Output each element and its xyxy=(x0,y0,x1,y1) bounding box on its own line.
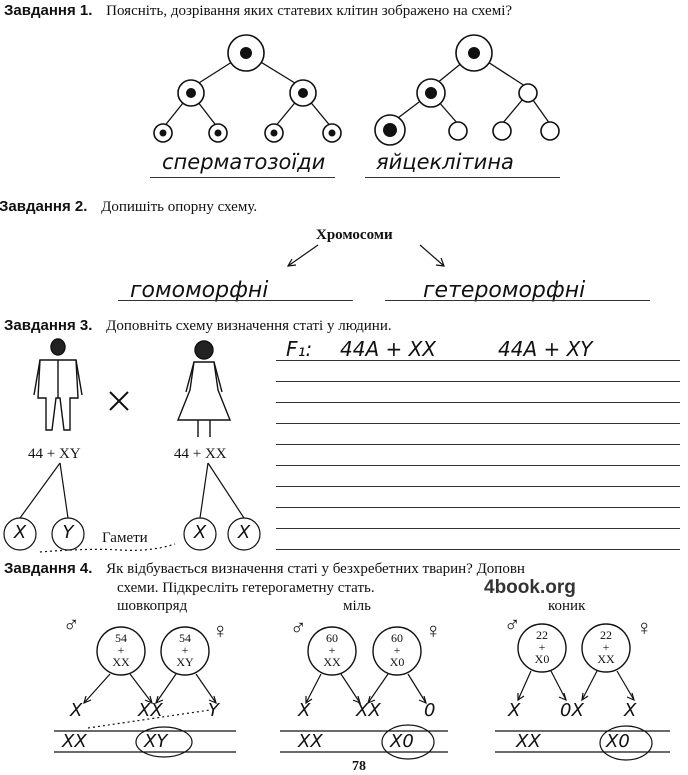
female-symbol: ♀ xyxy=(425,618,442,643)
offspring[interactable]: XX xyxy=(516,731,541,752)
offspring-heterogametic[interactable]: XY xyxy=(144,731,168,752)
task1-left-answer[interactable]: сперматозоїди xyxy=(162,150,326,174)
male-figure xyxy=(33,338,83,431)
task2-right-answer[interactable]: гетероморфні xyxy=(423,278,586,303)
gamete[interactable]: 0X xyxy=(560,700,584,721)
page-number: 78 xyxy=(352,759,366,774)
task1-label: Завдання 1. xyxy=(4,2,93,19)
parent-formula: 60+XX xyxy=(323,631,341,669)
group-name-grasshopper: коник xyxy=(548,598,586,614)
task2-center-label: Хромосоми xyxy=(316,227,393,243)
parent-circle xyxy=(372,626,422,676)
group-name-silkworm: шовкопряд xyxy=(117,598,188,614)
task4-label: Завдання 4. xyxy=(4,560,93,577)
parent-formula: 22+X0 xyxy=(534,628,550,666)
f1-right[interactable]: 44A + XY xyxy=(498,337,593,361)
task2-text: Допишіть опорну схему. xyxy=(101,199,258,215)
parent-formula: 22+XX xyxy=(597,628,615,666)
male-gamete-x[interactable]: X xyxy=(13,522,27,543)
parent-circle xyxy=(307,626,357,676)
parent-circle xyxy=(96,626,146,676)
parent-formula: 60+X0 xyxy=(389,631,405,669)
task1-right-answer[interactable]: яйцеклітина xyxy=(376,150,514,174)
task1-text: Поясніть, дозрівання яких статевих кліти… xyxy=(106,3,513,19)
gamete[interactable]: X xyxy=(508,700,521,721)
male-formula: 44 + XY xyxy=(28,446,81,462)
gamete[interactable]: XX xyxy=(356,700,381,721)
gamete[interactable]: X xyxy=(70,700,83,721)
parent-circle xyxy=(160,626,210,676)
polar-body-cell xyxy=(492,121,512,141)
polar-body-cell xyxy=(540,121,560,141)
female-symbol: ♀ xyxy=(636,615,653,640)
gamete[interactable]: 0 xyxy=(424,700,436,721)
female-gamete-x[interactable]: X xyxy=(237,522,251,543)
parent-circle xyxy=(517,623,567,673)
f1-label: F₁: xyxy=(286,337,313,361)
polar-body-cell xyxy=(448,121,468,141)
f1-left[interactable]: 44A + XX xyxy=(340,337,437,361)
offspring-heterogametic[interactable]: X0 xyxy=(606,731,630,752)
parent-formula: 54+XX xyxy=(112,631,130,669)
offspring-heterogametic[interactable]: X0 xyxy=(390,731,414,752)
male-symbol: ♂ xyxy=(63,612,80,637)
cross-symbol xyxy=(109,391,129,411)
male-symbol: ♂ xyxy=(504,612,521,637)
female-formula: 44 + XX xyxy=(174,446,227,462)
task3-text: Доповніть схему визначення статі у людин… xyxy=(106,318,392,334)
group-name-moth: міль xyxy=(343,598,371,614)
parent-circle xyxy=(581,623,631,673)
gamete[interactable]: X xyxy=(624,700,637,721)
female-gamete-x[interactable]: X xyxy=(193,522,207,543)
task3-label: Завдання 3. xyxy=(4,317,93,334)
task3-heading: Завдання 3. Доповніть схему визначення с… xyxy=(4,317,392,335)
task4-text-line1: Як відбувається визначення статі у безхр… xyxy=(106,561,525,577)
task4-text-line2: схеми. Підкресліть гетерогаметну стать. xyxy=(117,580,375,596)
female-symbol: ♀ xyxy=(212,618,229,643)
offspring[interactable]: XX xyxy=(62,731,87,752)
gamete[interactable]: X xyxy=(298,700,311,721)
watermark: 4book.org xyxy=(484,577,576,598)
task2-label: Завдання 2. xyxy=(0,198,88,215)
task2-heading: Завдання 2. Допишіть опорну схему. xyxy=(0,198,257,216)
parent-formula: 54+XY xyxy=(176,631,194,669)
female-figure xyxy=(176,340,232,437)
task1-heading: Завдання 1. Поясніть, дозрівання яких ст… xyxy=(4,2,512,20)
offspring[interactable]: XX xyxy=(298,731,323,752)
gametes-label: Гамети xyxy=(102,530,148,546)
polar-body-cell xyxy=(518,83,538,103)
gamete[interactable]: XX xyxy=(138,700,163,721)
male-gamete-y[interactable]: Y xyxy=(62,522,74,543)
gamete[interactable]: Y xyxy=(208,700,219,721)
task4-heading: Завдання 4. Як відбувається визначення с… xyxy=(4,560,525,578)
male-symbol: ♂ xyxy=(290,615,307,640)
task2-left-answer[interactable]: гомоморфні xyxy=(130,278,269,303)
